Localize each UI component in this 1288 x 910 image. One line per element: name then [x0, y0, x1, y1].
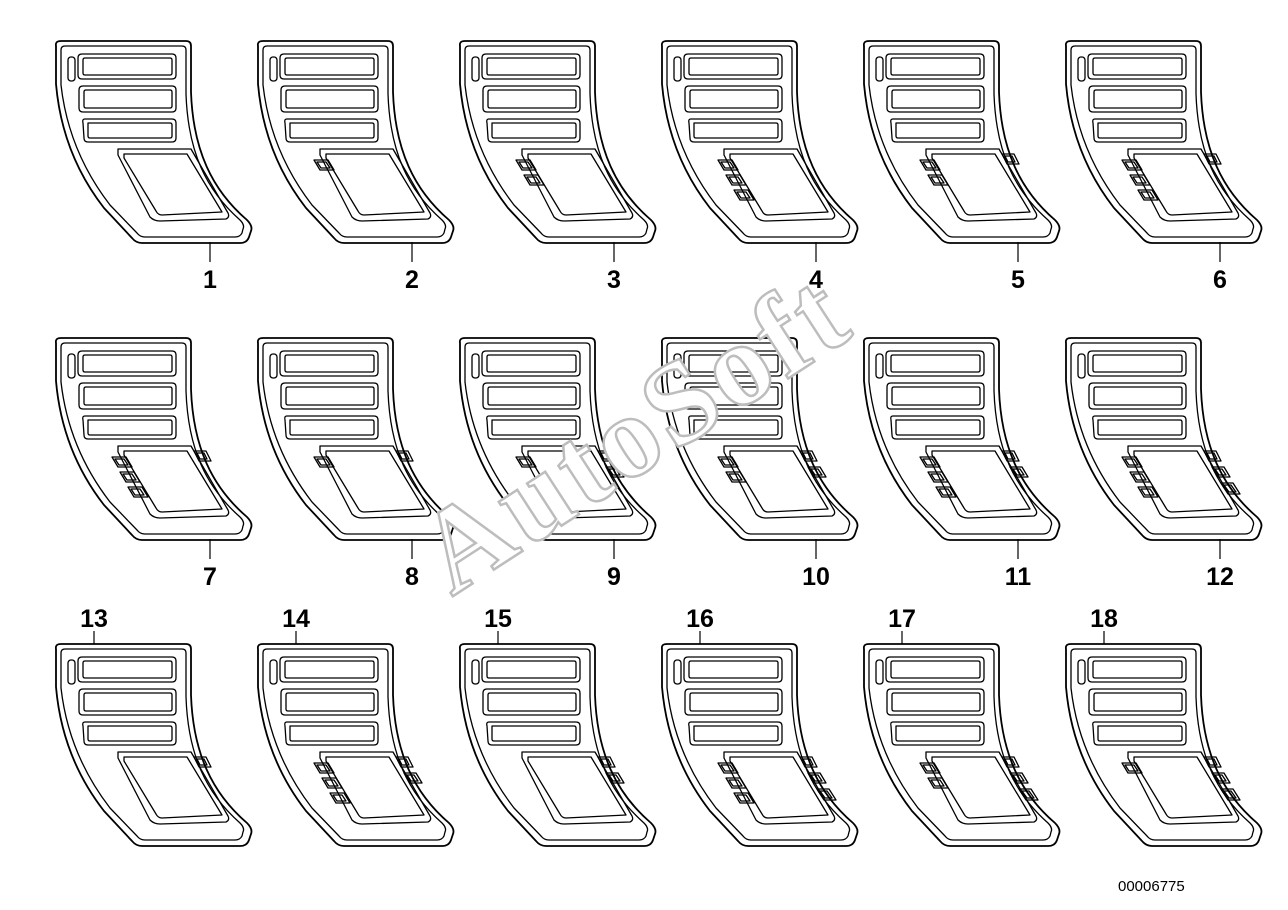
console-trim-part-12 — [1064, 337, 1263, 541]
console-trim-part-2 — [256, 40, 455, 244]
part-number-label: 9 — [607, 563, 621, 591]
part-number-label: 18 — [1090, 605, 1118, 633]
part-number-label: 10 — [802, 563, 830, 591]
part-number-label: 14 — [282, 605, 310, 633]
console-trim-part-16 — [660, 643, 859, 847]
console-trim-part-18 — [1064, 643, 1263, 847]
part-number-label: 11 — [1005, 563, 1032, 591]
document-id: 00006775 — [1118, 878, 1185, 895]
console-trim-part-11 — [862, 337, 1061, 541]
console-trim-part-17 — [862, 643, 1061, 847]
console-trim-part-13 — [54, 643, 253, 847]
part-number-label: 3 — [607, 266, 621, 294]
part-number-label: 8 — [405, 563, 419, 591]
part-number-label: 5 — [1011, 266, 1025, 294]
part-number-label: 6 — [1213, 266, 1227, 294]
console-trim-part-7 — [54, 337, 253, 541]
part-number-label: 4 — [809, 266, 823, 294]
part-number-label: 15 — [484, 605, 512, 633]
console-trim-part-14 — [256, 643, 455, 847]
console-trim-part-1 — [54, 40, 253, 244]
part-number-label: 17 — [888, 605, 916, 633]
part-number-label: 2 — [405, 266, 419, 294]
console-trim-part-3 — [458, 40, 657, 244]
console-trim-part-5 — [862, 40, 1061, 244]
console-trim-part-4 — [660, 40, 859, 244]
part-number-label: 16 — [686, 605, 714, 633]
part-number-label: 12 — [1206, 563, 1234, 591]
part-number-label: 7 — [203, 563, 217, 591]
console-trim-part-15 — [458, 643, 657, 847]
part-number-label: 1 — [203, 266, 217, 294]
part-number-label: 13 — [80, 605, 108, 633]
console-trim-part-6 — [1064, 40, 1263, 244]
